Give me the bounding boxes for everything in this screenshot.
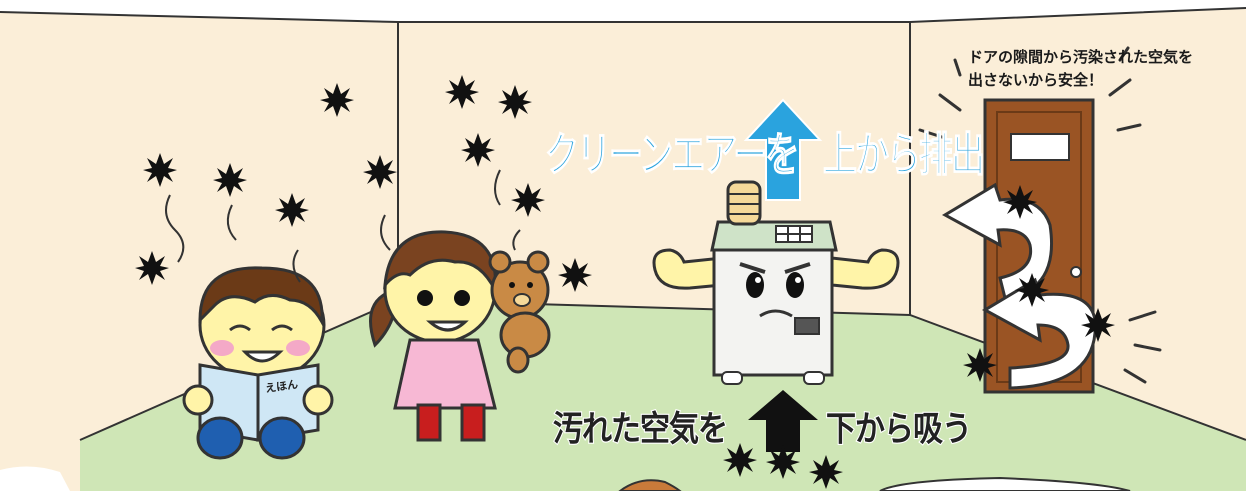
blue-up-arrow-icon — [743, 98, 823, 201]
clean-air-label: クリーンエアーを — [544, 128, 799, 183]
boy-reading — [182, 266, 334, 460]
door-note-line1: ドアの隙間から汚染された空気を — [968, 48, 1194, 66]
exhaust-top-label: 上から排出 — [823, 128, 986, 183]
girl-with-teddy — [369, 230, 551, 442]
room-floor — [80, 300, 1246, 491]
dirty-air-label: 汚れた空気を — [552, 408, 729, 451]
door-note-line2: 出さないから安全！ — [968, 71, 1104, 89]
black-up-arrow-icon — [748, 390, 818, 452]
intake-bottom-label: 下から吸う — [825, 408, 973, 451]
white-curved-arrow-icon — [941, 182, 1097, 390]
air-purifier — [652, 180, 900, 385]
